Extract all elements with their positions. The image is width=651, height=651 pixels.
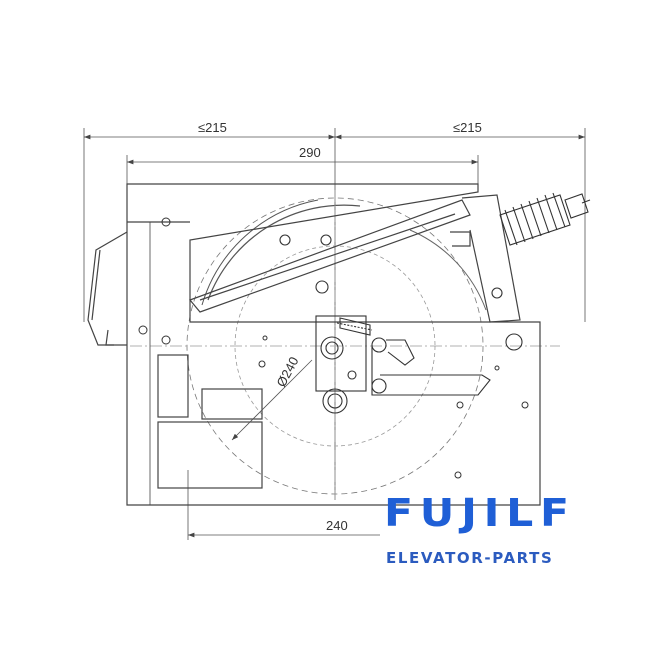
screws	[138, 217, 529, 479]
center-lines	[130, 190, 560, 500]
base-plate	[126, 183, 541, 506]
dim-diameter: Ø240	[273, 354, 301, 389]
brand-logo-wordmark: FUJILF	[384, 491, 576, 535]
dim-top-right: ≤215	[453, 120, 482, 135]
diameter-leader	[231, 359, 313, 441]
dim-overall-width: 290	[299, 145, 321, 160]
brand-tagline: ELEVATOR-PARTS	[386, 549, 554, 567]
dim-top-left: ≤215	[198, 120, 227, 135]
left-bracket	[87, 231, 128, 346]
spring-assembly	[499, 192, 591, 246]
linkage	[279, 234, 523, 414]
dimension-lines	[83, 128, 586, 540]
brake-arm	[188, 194, 521, 323]
dim-bottom-width: 240	[326, 518, 348, 533]
